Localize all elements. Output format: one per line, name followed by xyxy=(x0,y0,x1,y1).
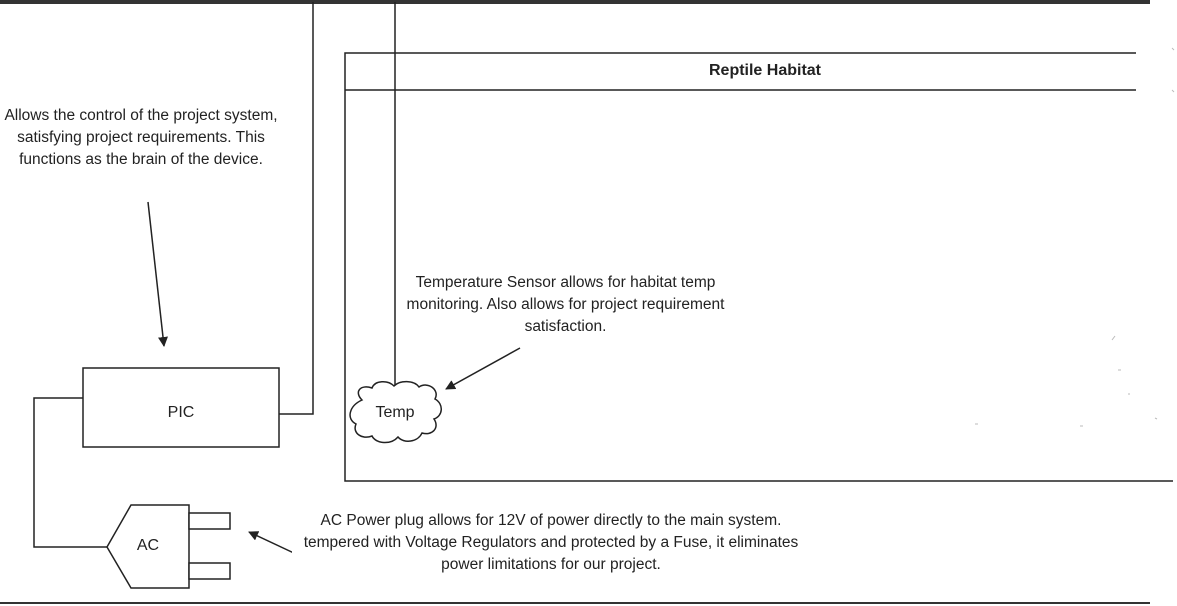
temp-annotation: Temperature Sensor allows for habitat te… xyxy=(406,274,725,335)
ac-plug-shape[interactable] xyxy=(106,504,231,589)
pic-annotation: Allows the control of the project system… xyxy=(4,107,278,168)
stray-marks xyxy=(975,47,1175,427)
ac-plug-prong-bottom xyxy=(188,562,231,580)
temp-label: Temp xyxy=(375,404,415,421)
pic-label: PIC xyxy=(167,404,195,421)
temp-note-arrow xyxy=(445,347,521,390)
pic-to-ac-connector xyxy=(33,397,107,548)
ac-annotation: AC Power plug allows for 12V of power di… xyxy=(292,510,810,576)
pic-box[interactable] xyxy=(82,367,280,448)
ac-plug-prong-top xyxy=(188,512,231,530)
habitat-title: Reptile Habitat xyxy=(708,62,821,79)
pic-to-top-connector xyxy=(279,2,314,415)
ac-label: AC xyxy=(136,537,160,554)
reptile-habitat-container[interactable] xyxy=(344,52,1173,482)
temp-cloud-shape[interactable] xyxy=(349,380,442,444)
pic-note-arrow xyxy=(147,201,168,347)
